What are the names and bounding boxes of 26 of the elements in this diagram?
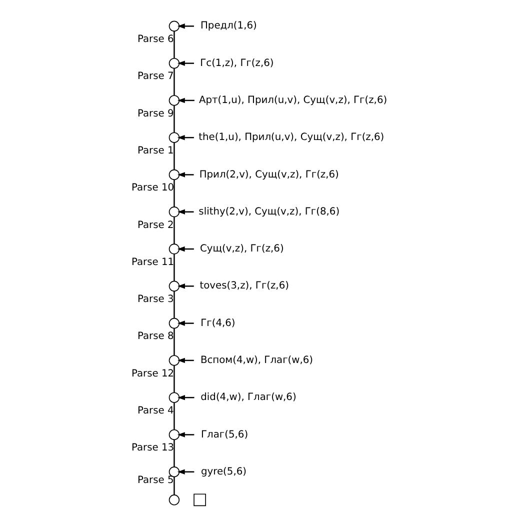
node-text: gyre(5,6) <box>200 466 246 478</box>
edge-label: Parse 7 <box>136 71 174 82</box>
edge-label: Parse 3 <box>136 294 174 306</box>
edge-label: Parse 12 <box>130 368 174 380</box>
edge-label: Parse 11 <box>130 256 174 268</box>
edge-label: Parse 1 <box>136 145 174 156</box>
node-text: the(1,u), Прил(u,v), Сущ(v,z), Гг(z,6) <box>198 132 384 144</box>
node-text: Вспом(4,w), Глаг(w,6) <box>200 354 313 366</box>
node-text: Сущ(v,z), Гг(z,6) <box>199 244 284 255</box>
edge-label: Parse 5 <box>136 474 174 486</box>
node-text: did(4,w), Глаг(w,6) <box>200 392 296 404</box>
node-text: Гс(1,z), Гг(z,6) <box>200 58 274 69</box>
node-text: Прил(2,v), Сущ(v,z), Гг(z,6) <box>198 169 338 180</box>
edge-label: Parse 2 <box>136 220 174 231</box>
node-text: toves(3,z), Гг(z,6) <box>199 280 288 292</box>
node-text: Арт(1,u), Прил(u,v), Сущ(v,z), Гг(z,6) <box>198 95 387 106</box>
edge-label: Parse 8 <box>136 331 174 342</box>
edge-label: Parse 13 <box>130 442 174 454</box>
node-text: Глаг(5,6) <box>200 429 248 440</box>
edge-label: Parse 9 <box>136 108 174 120</box>
edge-label: Parse 6 <box>136 34 174 46</box>
edge-label: Parse 10 <box>130 182 174 194</box>
node-text: slithy(2,v), Сущ(v,z), Гг(8,6) <box>198 206 340 218</box>
edge-label: Parse 4 <box>136 405 174 416</box>
node-text: Гг(4,6) <box>200 318 235 329</box>
node-text: Предл(1,6) <box>200 20 256 32</box>
